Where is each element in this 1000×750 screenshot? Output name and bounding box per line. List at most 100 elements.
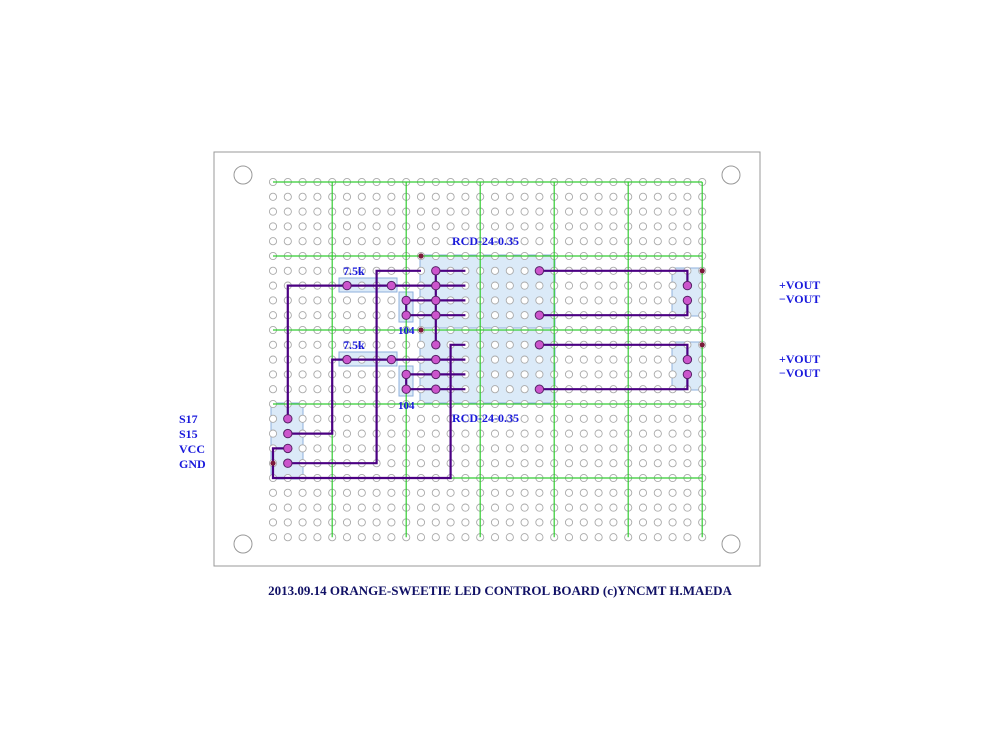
hole: [579, 222, 588, 231]
hole: [609, 222, 618, 231]
hole: [668, 222, 677, 231]
hole: [609, 370, 618, 379]
mounting-holes: [233, 165, 741, 554]
hole: [387, 429, 396, 438]
hole: [564, 207, 574, 216]
hole: [609, 237, 618, 246]
mounting-hole-bottom-left: [233, 534, 253, 554]
hole: [268, 192, 278, 201]
hole: [357, 518, 366, 527]
hole: [313, 414, 322, 423]
hole: [579, 459, 588, 468]
hole: [564, 429, 574, 438]
hole: [653, 207, 662, 216]
hole: [490, 370, 500, 379]
hole: [564, 296, 574, 305]
hole: [638, 414, 648, 423]
solder-pads: [270, 253, 705, 468]
hole: [609, 533, 618, 542]
component-labels: RCD-24-0.35 RCD-24-0.35 7.5k 7.5k 104 10…: [343, 234, 519, 425]
solder-pad: [386, 354, 397, 365]
hole: [357, 237, 366, 246]
hole: [505, 311, 514, 320]
hole: [579, 533, 588, 542]
hole: [535, 518, 544, 527]
hole: [683, 222, 692, 231]
hole: [535, 237, 544, 246]
hole: [461, 429, 470, 438]
hole: [342, 311, 352, 320]
hole: [564, 503, 574, 512]
hole: [594, 459, 603, 468]
hole: [313, 296, 322, 305]
hole: [535, 429, 544, 438]
hole: [387, 370, 396, 379]
hole: [505, 207, 514, 216]
hole: [357, 503, 366, 512]
solder-pad: [401, 369, 411, 380]
hole: [387, 444, 396, 453]
hole: [594, 533, 603, 542]
hole: [283, 503, 292, 512]
hole: [313, 370, 322, 379]
hole: [387, 311, 396, 320]
hole: [564, 518, 574, 527]
hole: [668, 429, 677, 438]
hole: [490, 281, 500, 290]
hole: [268, 518, 278, 527]
solder-pad: [431, 295, 441, 306]
hole: [357, 222, 366, 231]
hole: [490, 207, 500, 216]
hole: [653, 518, 662, 527]
hole: [431, 488, 440, 497]
hole: [372, 518, 381, 527]
hole: [298, 340, 307, 349]
hole: [431, 192, 440, 201]
hole: [490, 340, 500, 349]
hole: [431, 518, 440, 527]
hole: [313, 222, 322, 231]
right-label-bottom-plus-vout: +VOUT: [779, 352, 820, 366]
hole: [520, 355, 529, 364]
solder-pad: [534, 384, 545, 394]
hole: [283, 518, 292, 527]
hole: [579, 414, 588, 423]
hole: [520, 266, 529, 275]
hole: [564, 414, 574, 423]
regulator-top-label: RCD-24-0.35: [452, 234, 519, 248]
hole: [594, 237, 603, 246]
hole: [372, 207, 381, 216]
hole: [668, 192, 677, 201]
solder-pad: [283, 458, 293, 468]
hole: [653, 444, 662, 453]
hole: [387, 414, 396, 423]
solder-pad: [431, 369, 441, 380]
hole: [520, 533, 529, 542]
hole: [594, 281, 603, 290]
hole: [357, 488, 366, 497]
hole: [505, 296, 514, 305]
hole: [594, 503, 603, 512]
hole: [313, 444, 322, 453]
hole: [668, 444, 677, 453]
solder-pad: [342, 280, 352, 291]
hole: [638, 281, 648, 290]
hole: [668, 281, 677, 290]
hole: [298, 488, 307, 497]
board-caption: 2013.09.14 ORANGE-SWEETIE LED CONTROL BO…: [268, 583, 732, 598]
hole: [446, 518, 455, 527]
solder-pad: [682, 369, 693, 380]
right-label-top-plus-vout: +VOUT: [779, 278, 820, 292]
hole: [668, 237, 677, 246]
hole: [683, 414, 692, 423]
hole: [683, 503, 692, 512]
hole: [594, 355, 603, 364]
hole: [683, 459, 692, 468]
hole: [461, 488, 470, 497]
hole: [668, 370, 677, 379]
hole: [461, 207, 470, 216]
solder-pad: [431, 384, 441, 394]
hole: [431, 222, 440, 231]
left-connector-labels: S17 S15 VCC GND: [179, 412, 206, 471]
hole: [268, 266, 278, 275]
